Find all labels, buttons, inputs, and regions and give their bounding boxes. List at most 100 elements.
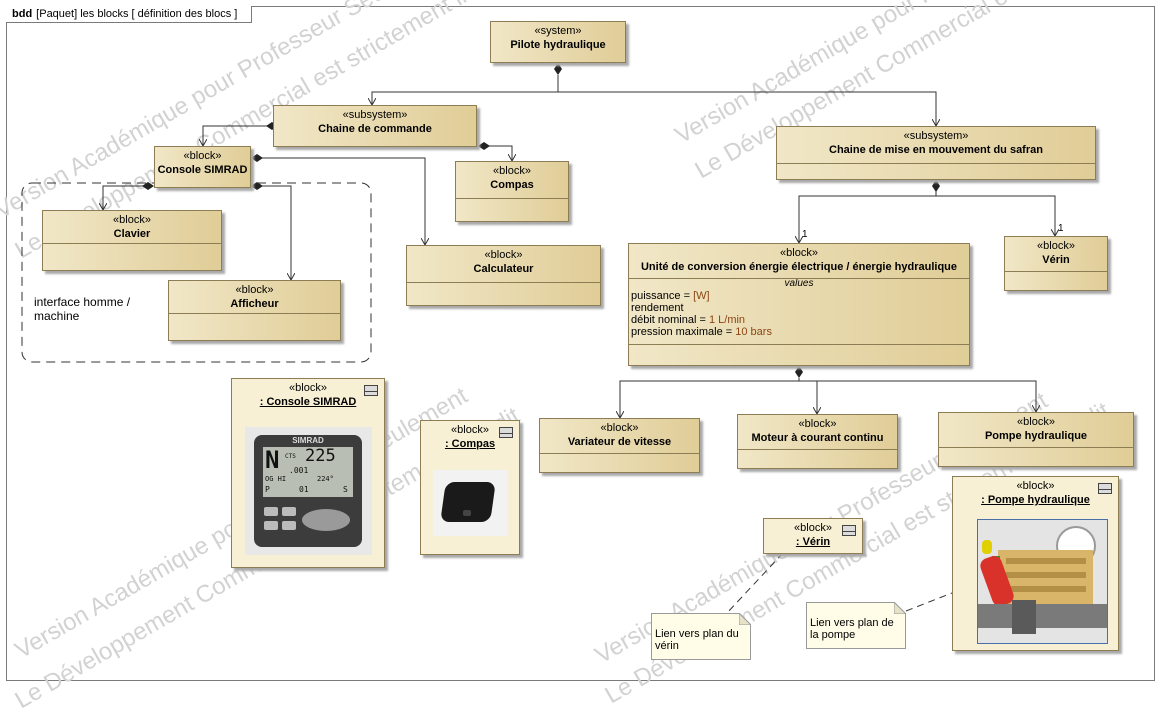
image-compartment-icon [842,525,856,536]
compartment-separator [43,243,221,244]
composition-link [620,378,800,418]
instance-verin[interactable]: «block» : Vérin [763,518,863,554]
compartment-separator [169,313,340,314]
composition-link [558,91,936,126]
block-console-simrad[interactable]: «block» Console SIMRAD [154,146,251,188]
stereotype: «subsystem» [903,130,969,142]
multiplicity-label: 1 [802,229,808,240]
composition-link [799,380,1036,412]
block-pompe-hydraulique[interactable]: «block» Pompe hydraulique [938,412,1134,467]
connectors [21,63,1169,614]
composition-link [936,195,1055,236]
compartment-separator [939,447,1133,448]
value-property-name: puissance = [631,290,694,302]
composition-diamond [142,182,154,190]
instance-name: : Compas [444,438,496,450]
stereotype: «block» [493,165,531,177]
composition-link [799,190,937,243]
compartment-separator [738,449,897,450]
stereotype: «block» [183,150,222,162]
console-brand: SIMRAD [292,436,324,445]
composition-link [203,125,267,146]
stereotype: «block» [1037,240,1075,252]
composition-diamond [251,182,263,190]
value-property: pression maximale = 10 bars [629,326,969,338]
note-pompe: Lien vers plan de la pompe [806,602,906,649]
console-bottom-left: P [265,485,270,494]
block-afficheur[interactable]: «block» Afficheur [168,280,341,341]
stereotype: «block» [1016,480,1055,492]
frame-title: [Paquet] les blocks [ définition des blo… [36,8,238,20]
console-heading2: 224° [317,475,334,483]
block-clavier[interactable]: «block» Clavier [42,210,222,271]
compartment-separator [629,344,969,345]
block-name: Clavier [113,228,151,240]
values-compartment-title: values [784,278,814,289]
stereotype: «block» [451,424,489,436]
console-cts: CTS [285,453,296,460]
block-compas[interactable]: «block» Compas [455,161,569,222]
frame-kind: bdd [12,8,33,20]
stereotype: «block» [600,422,639,434]
stereotype: «block» [289,382,327,394]
note-link [726,552,784,614]
block-name: Variateur de vitesse [567,436,672,448]
composition-diamond [932,180,940,192]
compartment-separator [1005,271,1107,272]
block-name: Calculateur [473,263,534,275]
instance-pompe-hydraulique[interactable]: «block» : Pompe hydraulique [952,476,1119,651]
stereotype: «block» [235,284,274,296]
block-name: Chaine de mise en mouvement du safran [829,144,1043,156]
multiplicity-label: 1 [1058,223,1064,234]
compas-image [433,470,507,536]
console-mode: OG HI [265,475,287,483]
stereotype: «block» [484,249,523,261]
composition-diamond [251,154,263,162]
block-moteur[interactable]: «block» Moteur à courant continu [737,414,898,469]
block-unite-conversion[interactable]: «block» Unité de conversion énergie élec… [628,243,970,366]
composition-link [372,75,559,105]
block-chaine-mouvement-safran[interactable]: «subsystem» Chaine de mise en mouvement … [776,126,1096,180]
pompe-image [977,519,1108,644]
console-small-value: .001 [289,466,309,475]
block-calculateur[interactable]: «block» Calculateur [406,245,601,306]
stereotype: «block» [780,247,818,259]
stereotype: «block» [1017,416,1055,428]
console-bottom-mid: 01 [299,485,309,494]
block-name: Moteur à courant continu [751,432,884,444]
block-name: Unité de conversion énergie électrique /… [640,261,958,273]
composition-link [488,145,512,161]
block-verin[interactable]: «block» Vérin [1004,236,1108,291]
block-variateur[interactable]: «block» Variateur de vitesse [539,418,700,473]
composition-diamond [795,366,803,378]
composition-link [799,380,817,414]
value-property: rendement [629,302,969,314]
composition-diamond [554,63,562,75]
instance-name: : Console SIMRAD [259,396,357,408]
stereotype: «block» [798,418,837,430]
console-bottom-right: S [343,485,348,494]
block-pilote-hydraulique[interactable]: «system» Pilote hydraulique [490,21,626,63]
block-chaine-de-commande[interactable]: «subsystem» Chaine de commande [273,105,477,147]
image-compartment-icon [364,385,378,396]
composition-link [259,157,425,245]
composition-diamond [478,142,490,150]
note-fold [739,613,751,625]
console-heading-letter: N [265,446,280,474]
note-verin: Lien vers plan du vérin [651,613,751,660]
composition-link [103,185,146,210]
block-name: Afficheur [230,298,279,310]
ihm-group-label: interface homme / machine [34,295,131,323]
block-name: Vérin [1042,254,1070,266]
instance-name: : Pompe hydraulique [981,494,1090,506]
image-compartment-icon [1098,483,1112,494]
image-compartment-icon [499,427,513,438]
value-property-value: [W] [693,290,710,302]
instance-console-simrad[interactable]: «block» : Console SIMRAD SIMRAD N CTS 22… [231,378,385,568]
block-name: Pompe hydraulique [984,430,1088,442]
value-property: débit nominal = 1 L/min [629,314,969,326]
console-keypad [264,507,352,537]
stereotype: «subsystem» [342,109,408,121]
note-fold [894,602,906,614]
instance-compas[interactable]: «block» : Compas [420,420,520,555]
